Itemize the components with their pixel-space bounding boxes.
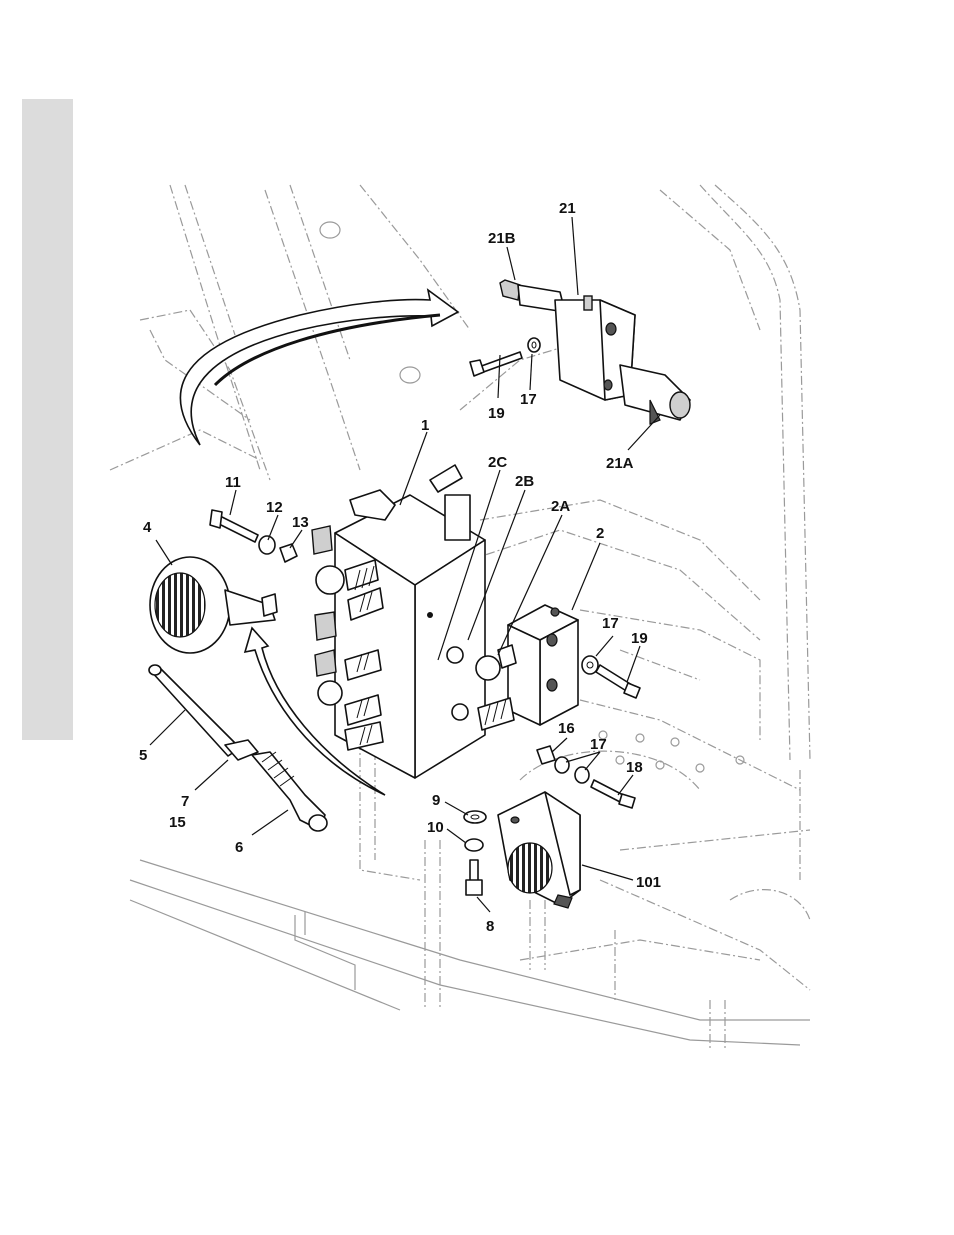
callout-6: 6 xyxy=(235,839,243,856)
hardware-17-19 xyxy=(582,656,640,698)
callout-7: 7 xyxy=(181,793,189,810)
callout-8: 8 xyxy=(486,918,494,935)
callout-12: 12 xyxy=(266,499,283,516)
callout-21A: 21A xyxy=(606,455,634,472)
callout-15: 15 xyxy=(169,814,186,831)
callout-2C: 2C xyxy=(488,454,507,471)
callout-17b: 17 xyxy=(602,615,619,632)
callout-17a: 17 xyxy=(520,391,537,408)
callout-2A: 2A xyxy=(551,498,570,515)
callout-1: 1 xyxy=(421,417,429,434)
callout-10: 10 xyxy=(427,819,444,836)
main-manifold-1 xyxy=(312,465,485,778)
callout-19b: 19 xyxy=(631,630,648,647)
callout-16: 16 xyxy=(558,720,575,737)
callout-17c: 17 xyxy=(590,736,607,753)
callout-18: 18 xyxy=(626,759,643,776)
pin-assembly-5-6-7 xyxy=(149,665,327,831)
callout-4: 4 xyxy=(143,519,152,536)
hardware-11-13 xyxy=(210,510,297,562)
callout-21: 21 xyxy=(559,200,576,217)
valve-assembly-21 xyxy=(470,280,690,424)
callout-19a: 19 xyxy=(488,405,505,422)
callout-11: 11 xyxy=(225,474,241,491)
guard-101 xyxy=(498,792,580,908)
hardware-8-9-10 xyxy=(464,811,486,895)
valve-block-2 xyxy=(476,605,578,730)
callout-2B: 2B xyxy=(515,473,534,490)
relocation-arrow-top xyxy=(180,290,458,445)
callout-21B: 21B xyxy=(488,230,516,247)
callout-5: 5 xyxy=(139,747,147,764)
callout-13: 13 xyxy=(292,514,309,531)
callout-2: 2 xyxy=(596,525,604,542)
callout-101: 101 xyxy=(636,874,661,891)
callout-9: 9 xyxy=(432,792,440,809)
